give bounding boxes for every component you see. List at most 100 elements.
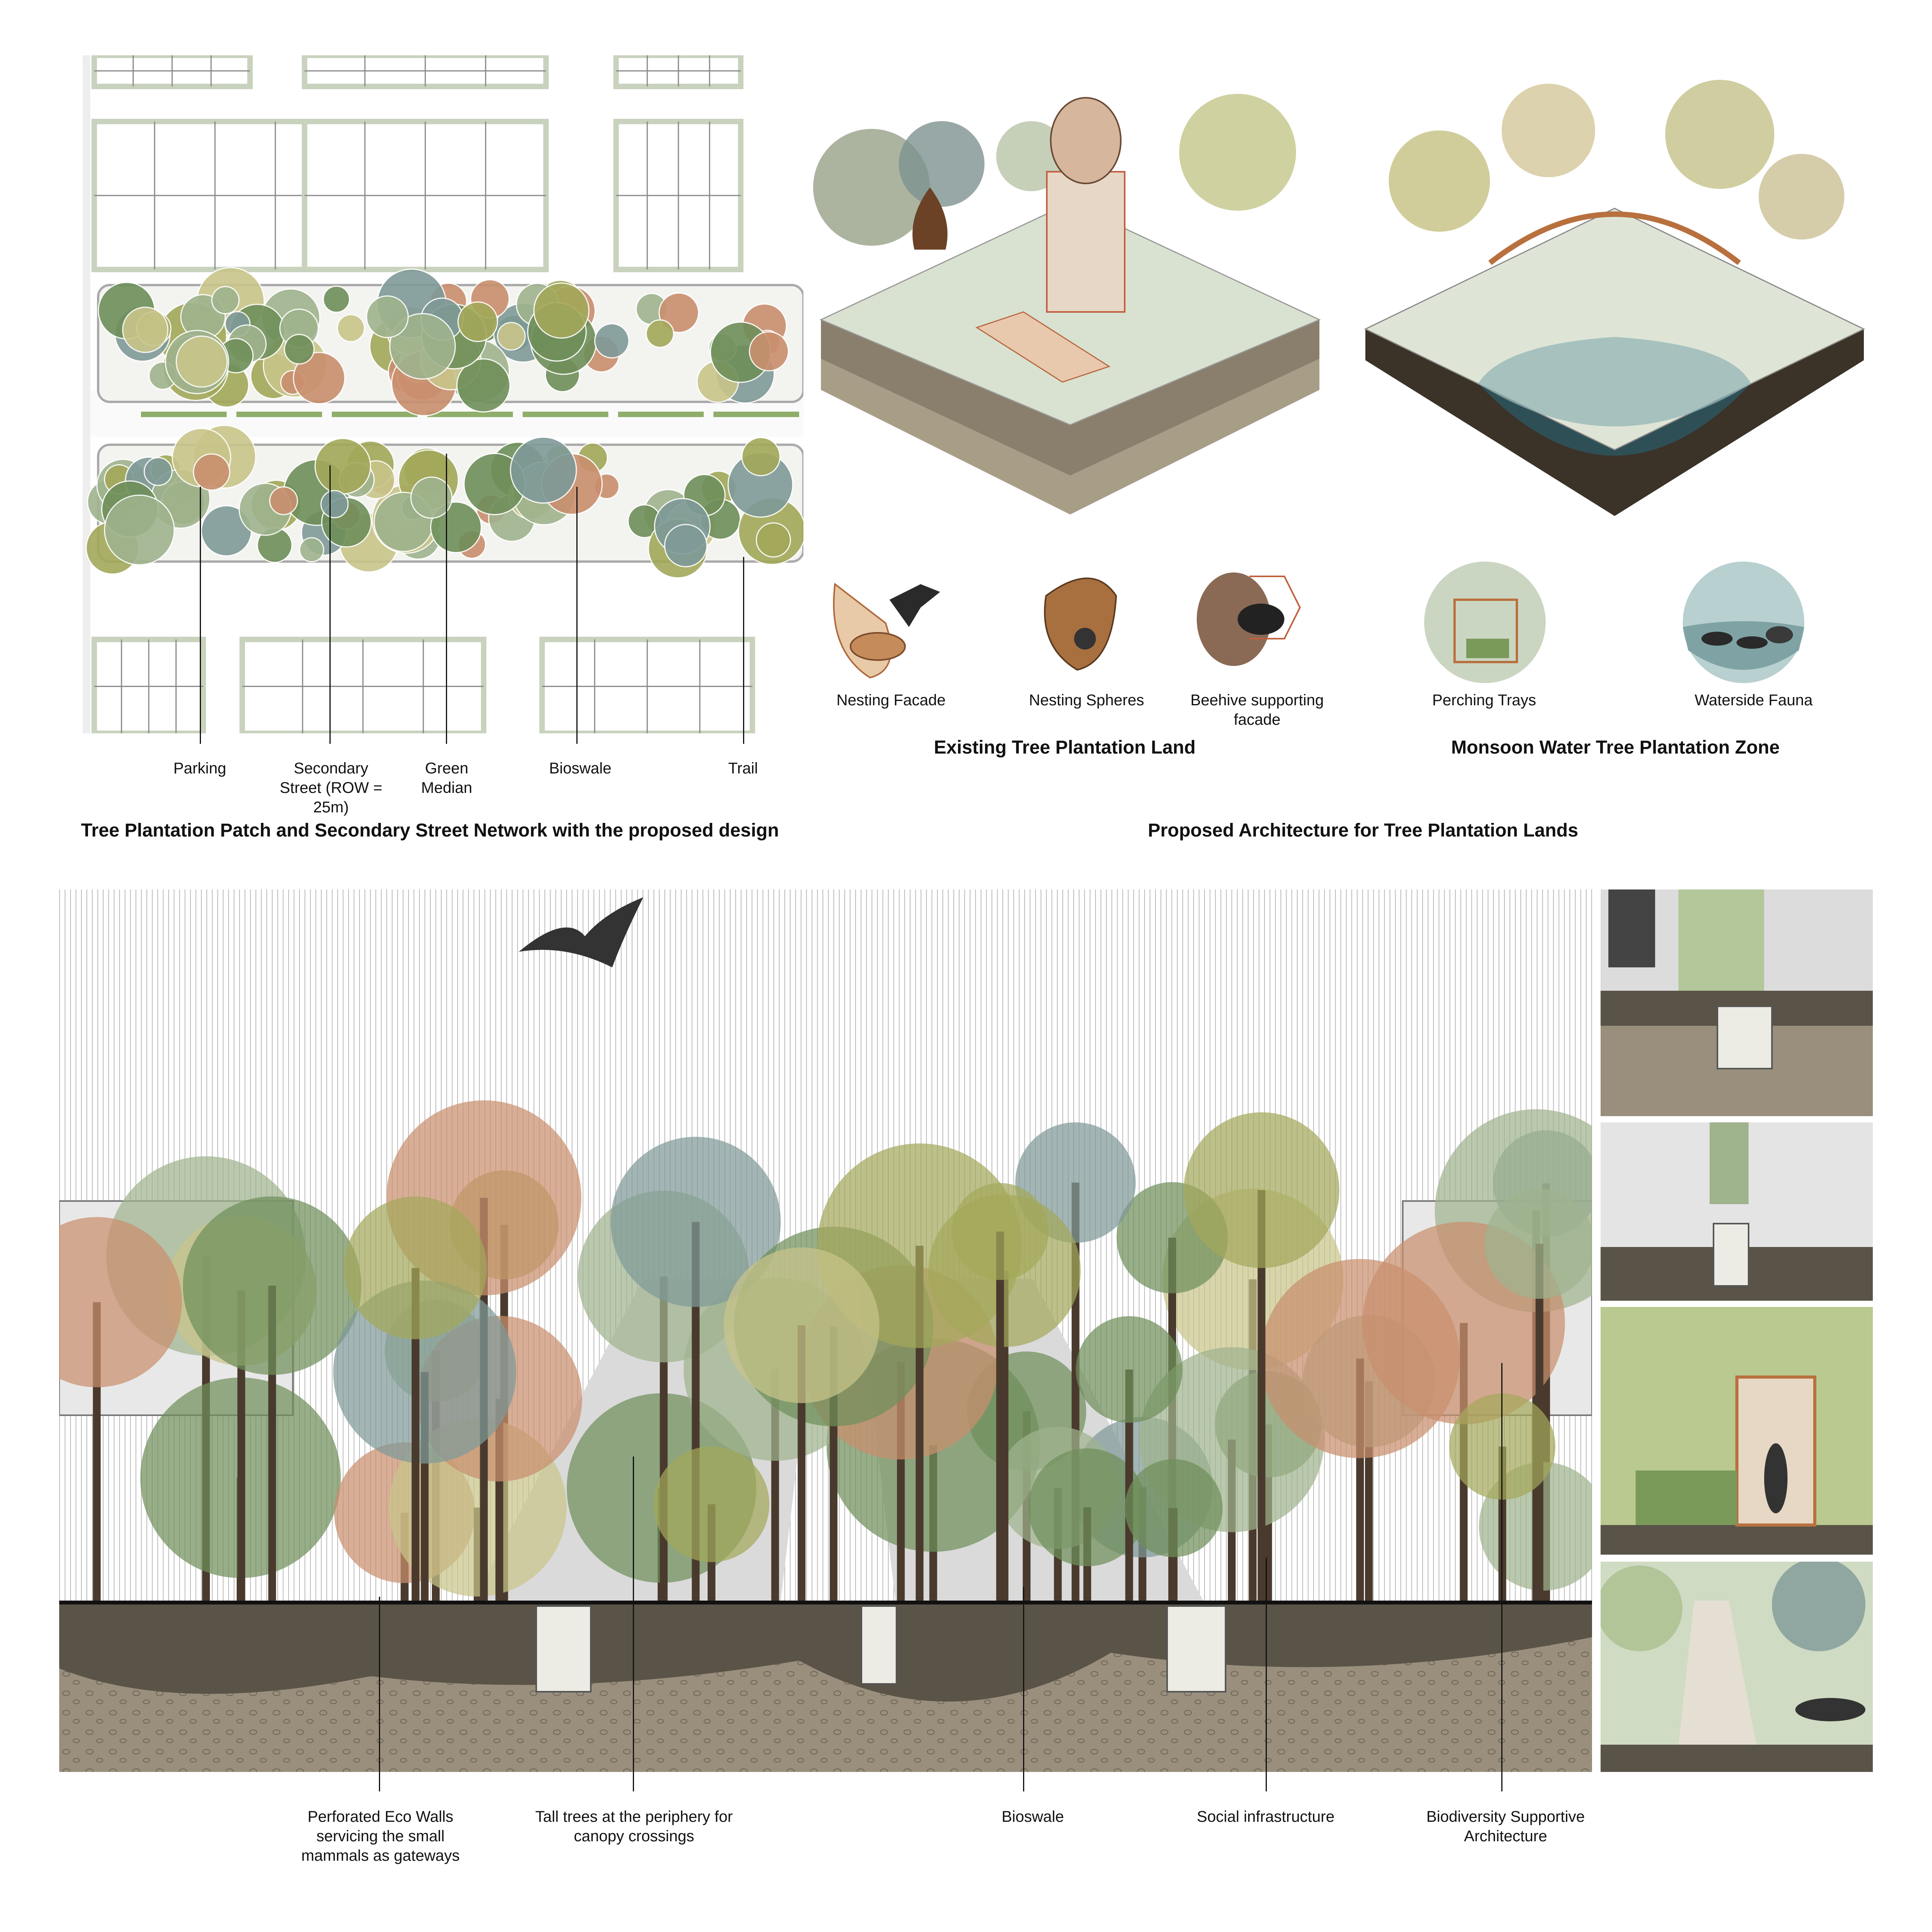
tree-canopy (756, 522, 791, 558)
tree-canopy (211, 286, 240, 315)
tree-canopy (293, 352, 345, 405)
building-block (92, 119, 338, 272)
green-median-strip (236, 412, 322, 417)
section-tree (1028, 1448, 1147, 1602)
plan-label-green-median: Green Median (421, 760, 472, 796)
tree-canopy (659, 292, 699, 333)
tree-canopy (645, 319, 675, 348)
tree-canopy (176, 335, 228, 388)
tree-canopy (314, 438, 372, 495)
iso-monsoon-water-zone (1364, 80, 1865, 516)
iso-existing-plantation (813, 94, 1321, 514)
tree-canopy (269, 486, 298, 515)
section-tree (1184, 1112, 1340, 1602)
section-tree (653, 1446, 770, 1602)
street-section (59, 889, 1592, 1772)
tree-canopy (533, 282, 590, 339)
bat-silhouette (519, 897, 643, 967)
bioswale-tank-center (861, 1605, 897, 1685)
plan-label-secondary-street: Secondary Street (ROW = 25m) (280, 760, 382, 816)
detail-bioswale-planter (1601, 889, 1873, 1116)
nesting-spheres-icon (1044, 578, 1117, 671)
leader-trail (743, 557, 744, 744)
section-tree (1124, 1459, 1223, 1602)
leader-secondary-street (329, 465, 331, 744)
section-tree (59, 1217, 182, 1602)
label-beehive-facade: Beehive supporting facade (1190, 692, 1324, 728)
leader-tall-trees (633, 1456, 634, 1791)
nesting-vase (912, 187, 948, 250)
tree-canopy (456, 358, 511, 413)
green-median-strip (427, 412, 513, 417)
plan-title: Tree Plantation Patch and Secondary Stre… (81, 820, 779, 841)
tree-canopy (104, 495, 175, 565)
building-block (92, 637, 206, 733)
zone-title-existing: Existing Tree Plantation Land (933, 737, 1196, 758)
building-block (539, 637, 755, 733)
green-median-strip (332, 412, 417, 417)
leader-green-median (446, 454, 447, 744)
tree-canopy (594, 323, 630, 359)
detail-median-section (1601, 1122, 1873, 1301)
tree-canopy (320, 490, 349, 518)
tree-canopy (193, 453, 231, 491)
section-tree (724, 1247, 880, 1602)
tree-canopy (664, 524, 708, 567)
section-label-social-infrastructure: Social infrastructure (1197, 1808, 1335, 1825)
section-tree (951, 1183, 1049, 1602)
plan-label-bioswale: Bioswale (549, 760, 612, 777)
detail-trail (1601, 1562, 1873, 1772)
leader-social-infrastructure (1266, 1558, 1267, 1791)
tree-canopy (284, 334, 315, 365)
building-block (240, 637, 486, 733)
tree-canopy (741, 437, 781, 476)
building-block (302, 119, 549, 272)
section-label-eco-walls: Perforated Eco Walls servicing the small… (301, 1808, 460, 1864)
zone-title-monsoon: Monsoon Water Tree Plantation Zone (1451, 737, 1780, 758)
green-median-strip (523, 412, 608, 417)
plan-label-parking: Parking (173, 760, 226, 777)
section-tree (183, 1196, 361, 1602)
leader-parking (200, 487, 201, 744)
green-median-strip (141, 412, 227, 417)
tree-canopy (457, 301, 498, 342)
leader-bioswale-section (1023, 1587, 1024, 1791)
tree-canopy (749, 331, 789, 372)
label-nesting-spheres: Nesting Spheres (1029, 692, 1144, 709)
building-block (92, 55, 253, 89)
tree-canopy (410, 476, 453, 519)
bioswale-tank-right (1166, 1605, 1226, 1692)
waterside-fauna-icon (1683, 562, 1804, 683)
plan-label-trail: Trail (728, 760, 758, 777)
perching-trays-icon (1424, 562, 1546, 683)
section-label-biodiversity-architecture: Biodiversity Supportive Architecture (1426, 1808, 1585, 1845)
label-perching-trays: Perching Trays (1432, 692, 1536, 709)
site-plan (59, 55, 803, 733)
section-tree (344, 1196, 487, 1602)
section-label-bioswale: Bioswale (1001, 1808, 1064, 1825)
label-waterside-fauna: Waterside Fauna (1694, 692, 1813, 709)
section-label-tall-trees: Tall trees at the periphery for canopy c… (535, 1808, 733, 1845)
tree-canopy (322, 285, 350, 313)
nesting-tower (1046, 171, 1125, 313)
beehive-facade-icon (1197, 572, 1301, 666)
tree-canopy (510, 437, 577, 504)
green-median-strip (618, 412, 704, 417)
tree-canopy (143, 457, 173, 486)
pergola (1488, 211, 1741, 265)
building-block (302, 55, 549, 89)
green-median-strip (713, 412, 799, 417)
architecture-title: Proposed Architecture for Tree Plantatio… (1148, 820, 1578, 841)
nesting-facade-icon (833, 583, 940, 679)
tree-canopy (122, 306, 169, 353)
tree-canopy (336, 314, 365, 342)
detail-social-infrastructure (1601, 1307, 1873, 1555)
leader-biodiversity-architecture (1501, 1363, 1502, 1791)
building-block (613, 119, 743, 272)
leader-bioswale (576, 487, 578, 744)
tree-canopy (389, 313, 456, 380)
tree-canopy (299, 537, 324, 563)
section-tree (1076, 1316, 1183, 1602)
label-nesting-facade: Nesting Facade (836, 692, 946, 709)
building-block (613, 55, 743, 89)
